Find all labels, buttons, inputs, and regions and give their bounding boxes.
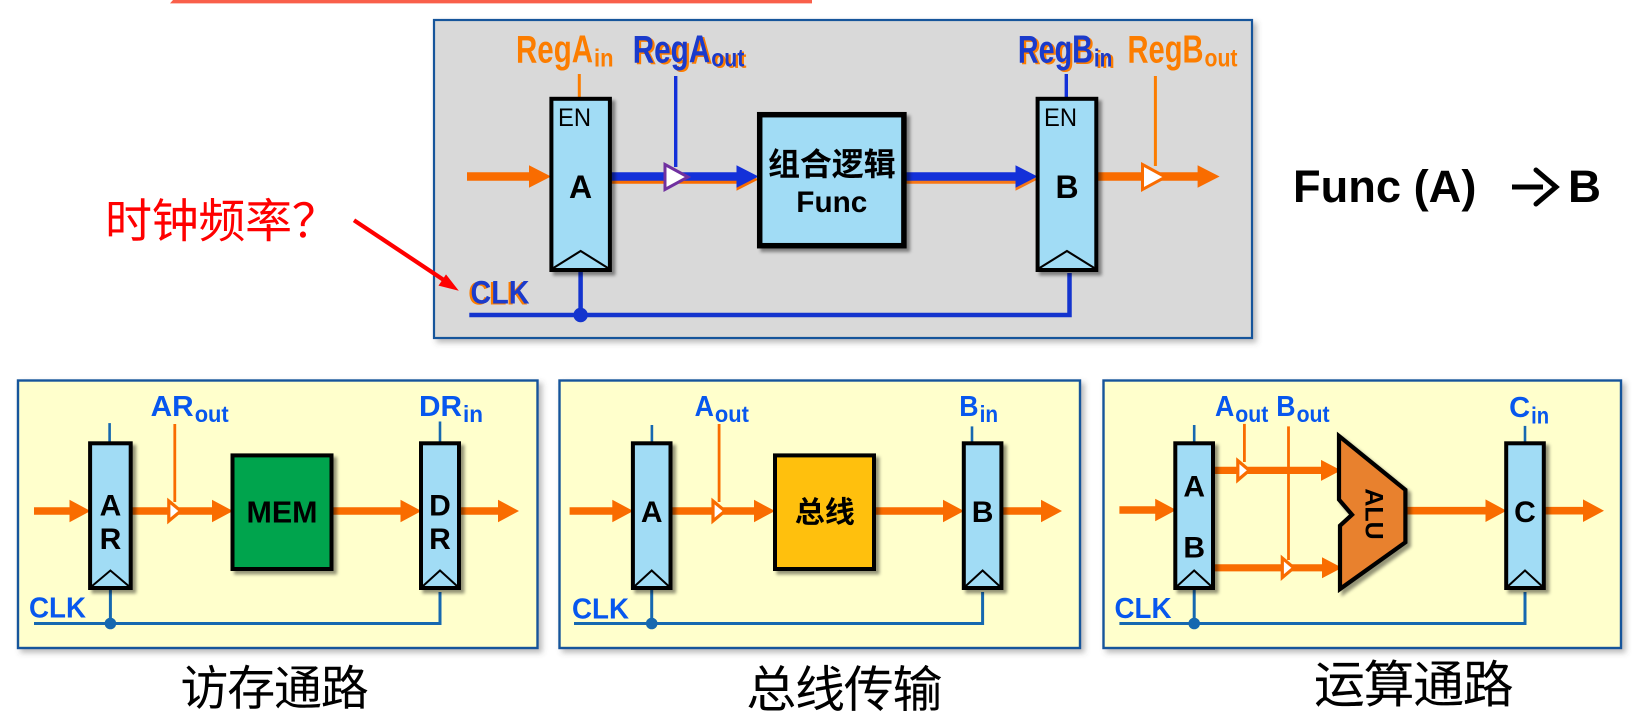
svg-text:A: A	[100, 490, 122, 523]
svg-text:RegA: RegA	[516, 29, 593, 72]
svg-text:in: in	[1094, 45, 1113, 73]
svg-text:R: R	[100, 523, 122, 556]
svg-text:ALU: ALU	[1360, 488, 1388, 539]
svg-text:B: B	[1183, 532, 1205, 565]
svg-text:in: in	[1096, 46, 1115, 74]
svg-text:A: A	[569, 169, 592, 205]
svg-text:out: out	[1297, 401, 1330, 427]
svg-text:out: out	[1235, 401, 1268, 427]
svg-text:A: A	[1215, 391, 1234, 423]
svg-text:EN: EN	[1044, 104, 1077, 132]
svg-text:out: out	[195, 401, 229, 427]
svg-text:B: B	[972, 496, 994, 529]
svg-text:CLK: CLK	[468, 276, 527, 312]
svg-text:A: A	[695, 391, 714, 423]
svg-text:AR: AR	[151, 391, 194, 423]
svg-text:C: C	[1514, 496, 1536, 529]
svg-text:out: out	[715, 401, 749, 427]
svg-text:B: B	[1568, 161, 1601, 212]
svg-text:out: out	[1205, 45, 1239, 73]
svg-text:CLK: CLK	[572, 594, 629, 626]
svg-text:out: out	[711, 45, 745, 73]
svg-text:A: A	[1183, 471, 1205, 504]
svg-text:D: D	[429, 490, 451, 523]
svg-text:RegA: RegA	[635, 30, 713, 73]
svg-text:RegA: RegA	[633, 29, 711, 72]
svg-text:in: in	[980, 401, 999, 427]
svg-text:CLK: CLK	[1115, 593, 1172, 625]
svg-text:in: in	[1531, 403, 1549, 429]
svg-text:CLK: CLK	[471, 275, 530, 311]
svg-text:DR: DR	[419, 391, 462, 423]
svg-text:R: R	[429, 523, 451, 556]
svg-text:B: B	[959, 391, 978, 423]
svg-text:Func: Func	[796, 186, 867, 219]
svg-text:out: out	[714, 46, 748, 74]
svg-text:RegB: RegB	[1018, 29, 1093, 72]
svg-text:C: C	[1509, 392, 1530, 424]
svg-text:CLK: CLK	[29, 593, 86, 625]
svg-text:B: B	[1055, 169, 1078, 205]
svg-text:in: in	[463, 401, 483, 427]
svg-text:A: A	[641, 496, 663, 529]
svg-text:EN: EN	[558, 104, 591, 132]
svg-text:in: in	[594, 45, 614, 73]
svg-text:MEM: MEM	[247, 495, 318, 530]
svg-text:B: B	[1276, 391, 1295, 423]
svg-text:RegB: RegB	[1128, 29, 1204, 72]
svg-text:Func (A): Func (A)	[1293, 161, 1476, 212]
svg-text:RegB: RegB	[1020, 30, 1095, 73]
